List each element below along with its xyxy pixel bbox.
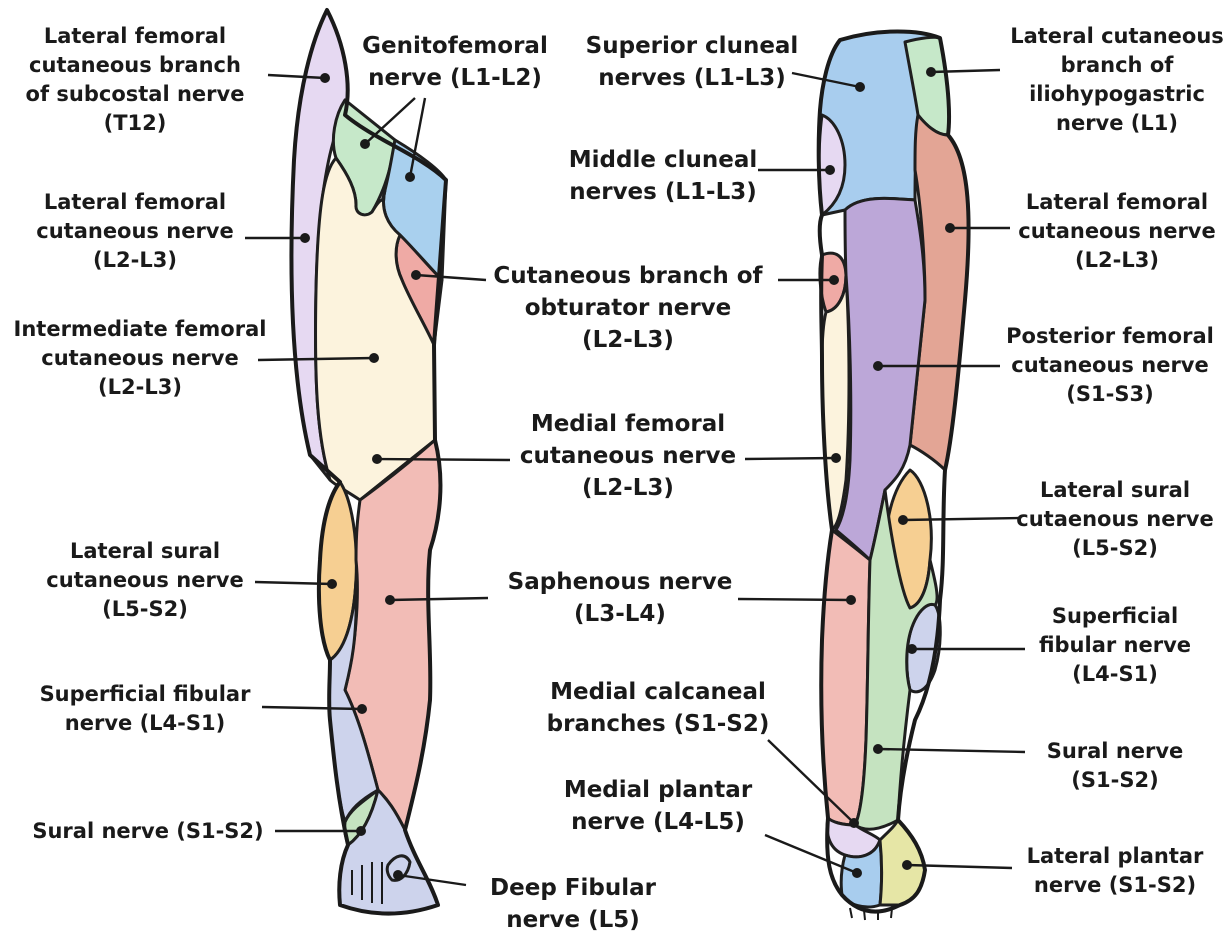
label-mid-cluneal: Middle cluneal nerves (L1-L3) [569,144,757,208]
label-medial-fem: Medial femoral cutaneous nerve (L2-L3) [520,408,736,504]
label-obturator-ant: Cutaneous branch of obturator nerve (L2-… [493,260,762,356]
label-deep-fibular: Deep Fibular nerve (L5) [490,872,656,936]
label-intermediate: Intermediate femoral cutaneous nerve (L2… [14,315,267,402]
label-genitofemoral: Genitofemoral nerve (L1-L2) [362,30,548,94]
label-iliohypogastric: Lateral cutaneous branch of iliohypogast… [1010,22,1224,138]
label-med-calcaneal: Medial calcaneal branches (S1-S2) [547,676,770,740]
label-sup-fibular-ant: Superficial fibular nerve (L4-S1) [40,680,251,738]
posterior-leg [819,32,969,921]
label-lat-sural-post: Lateral sural cutaenous nerve (L5-S2) [1016,476,1213,563]
label-sup-fibular-post: Superficial fibular nerve (L4-S1) [1039,602,1191,689]
label-post-fem-cut: Posterior femoral cutaneous nerve (S1-S3… [1006,322,1214,409]
label-lat-sural-ant: Lateral sural cutaneous nerve (L5-S2) [46,537,243,624]
label-sural-ant: Sural nerve (S1-S2) [32,817,263,846]
label-lat-plantar: Lateral plantar nerve (S1-S2) [1027,842,1204,900]
label-subcostal: Lateral femoral cutaneous branch of subc… [26,22,245,138]
label-saphenous: Saphenous nerve (L3-L4) [508,566,733,630]
label-lat-fem-cut-ant: Lateral femoral cutaneous nerve (L2-L3) [36,188,233,275]
label-sural-post: Sural nerve (S1-S2) [1047,737,1184,795]
label-sup-cluneal: Superior cluneal nerves (L1-L3) [586,30,799,94]
label-lat-fem-cut-post: Lateral femoral cutaneous nerve (L2-L3) [1018,188,1215,275]
label-med-plantar: Medial plantar nerve (L4-L5) [564,774,752,838]
